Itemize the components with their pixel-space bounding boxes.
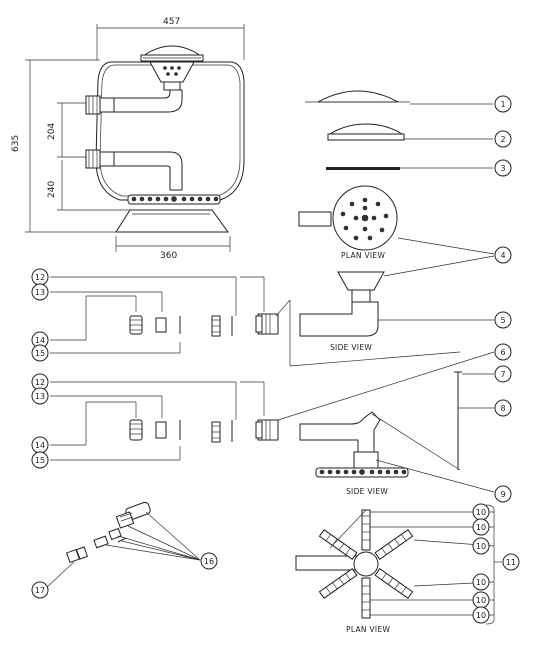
svg-text:13: 13: [35, 288, 45, 297]
caption-plan-view-top: PLAN VIEW: [341, 251, 385, 260]
callout-10-e: 10: [472, 591, 490, 609]
svg-text:11: 11: [506, 558, 516, 567]
part-9-lower-collector-side: SIDE VIEW: [299, 411, 409, 496]
callout-16: 16: [200, 552, 218, 570]
caption-side-view-bottom: SIDE VIEW: [346, 487, 388, 496]
callout-15-a: 15: [31, 344, 49, 362]
callout-2: 2: [494, 130, 512, 148]
part-11-laterals-plan: PLAN VIEW: [295, 509, 414, 634]
callout-1: 1: [494, 95, 512, 113]
callout-5: 5: [494, 311, 512, 329]
callout-3: 3: [494, 159, 512, 177]
svg-text:10: 10: [476, 508, 486, 517]
callout-9: 9: [494, 485, 512, 503]
svg-text:10: 10: [476, 578, 486, 587]
part-4-top-diffuser-plan: PLAN VIEW: [298, 185, 398, 260]
lateral-bottom: [361, 577, 371, 619]
svg-text:9: 9: [500, 490, 505, 499]
svg-text:8: 8: [500, 404, 505, 413]
filter-tank: 457 635 204 240: [11, 17, 245, 261]
part-3-gasket: [326, 167, 493, 170]
callout-11: 11: [502, 553, 520, 571]
connector-group-lower: [50, 381, 279, 461]
svg-text:10: 10: [476, 523, 486, 532]
svg-text:14: 14: [35, 336, 45, 345]
lateral-upper-left: [318, 529, 358, 560]
svg-text:5: 5: [500, 316, 505, 325]
connector-group-upper: [50, 276, 279, 354]
svg-text:1: 1: [500, 100, 505, 109]
svg-text:13: 13: [35, 392, 45, 401]
lateral-upper-right: [374, 529, 414, 560]
callout-13-a: 13: [31, 283, 49, 301]
svg-text:10: 10: [476, 611, 486, 620]
caption-side-view-top: SIDE VIEW: [330, 343, 372, 352]
callout-12-a: 12: [31, 268, 49, 286]
dim-height-total: 635: [11, 135, 21, 152]
svg-text:6: 6: [500, 348, 505, 357]
callout-10-b: 10: [472, 518, 490, 536]
svg-text:15: 15: [35, 456, 45, 465]
callout-10-f: 10: [472, 606, 490, 624]
svg-text:16: 16: [204, 557, 214, 566]
callout-15-b: 15: [31, 451, 49, 469]
callout-10-d: 10: [472, 573, 490, 591]
callout-8: 8: [494, 399, 512, 417]
svg-text:14: 14: [35, 441, 45, 450]
dim-width-base: 360: [160, 251, 177, 261]
callout-10-c: 10: [472, 537, 490, 555]
part-1-dome-cap: [305, 90, 493, 105]
bottom-laterals: [131, 196, 219, 202]
lateral-lower-right: [374, 568, 414, 599]
lateral-lower-left: [318, 568, 358, 599]
caption-plan-view-bottom: PLAN VIEW: [346, 625, 390, 634]
part-2-dome-insert: [327, 123, 493, 141]
callout-14-b: 14: [31, 436, 49, 454]
svg-text:17: 17: [35, 586, 45, 595]
dim-height-upper: 204: [47, 123, 57, 140]
svg-text:15: 15: [35, 349, 45, 358]
callout-4: 4: [494, 246, 512, 264]
svg-text:12: 12: [35, 378, 45, 387]
callout-6: 6: [494, 343, 512, 361]
part-7-8-tube: [454, 371, 494, 470]
svg-text:3: 3: [500, 164, 505, 173]
callout-13-b: 13: [31, 387, 49, 405]
svg-text:2: 2: [500, 135, 505, 144]
callout-7: 7: [494, 365, 512, 383]
part-16-17-fittings: [45, 501, 201, 589]
svg-text:10: 10: [476, 596, 486, 605]
callout-10-a: 10: [472, 503, 490, 521]
lateral-top: [361, 509, 371, 551]
svg-text:7: 7: [500, 370, 505, 379]
callout-17: 17: [31, 581, 49, 599]
svg-text:10: 10: [476, 542, 486, 551]
dim-width-top: 457: [163, 17, 180, 27]
part-5-top-diffuser-side: SIDE VIEW: [299, 271, 385, 352]
svg-text:12: 12: [35, 273, 45, 282]
dim-height-lower: 240: [47, 181, 57, 198]
svg-text:4: 4: [500, 251, 505, 260]
